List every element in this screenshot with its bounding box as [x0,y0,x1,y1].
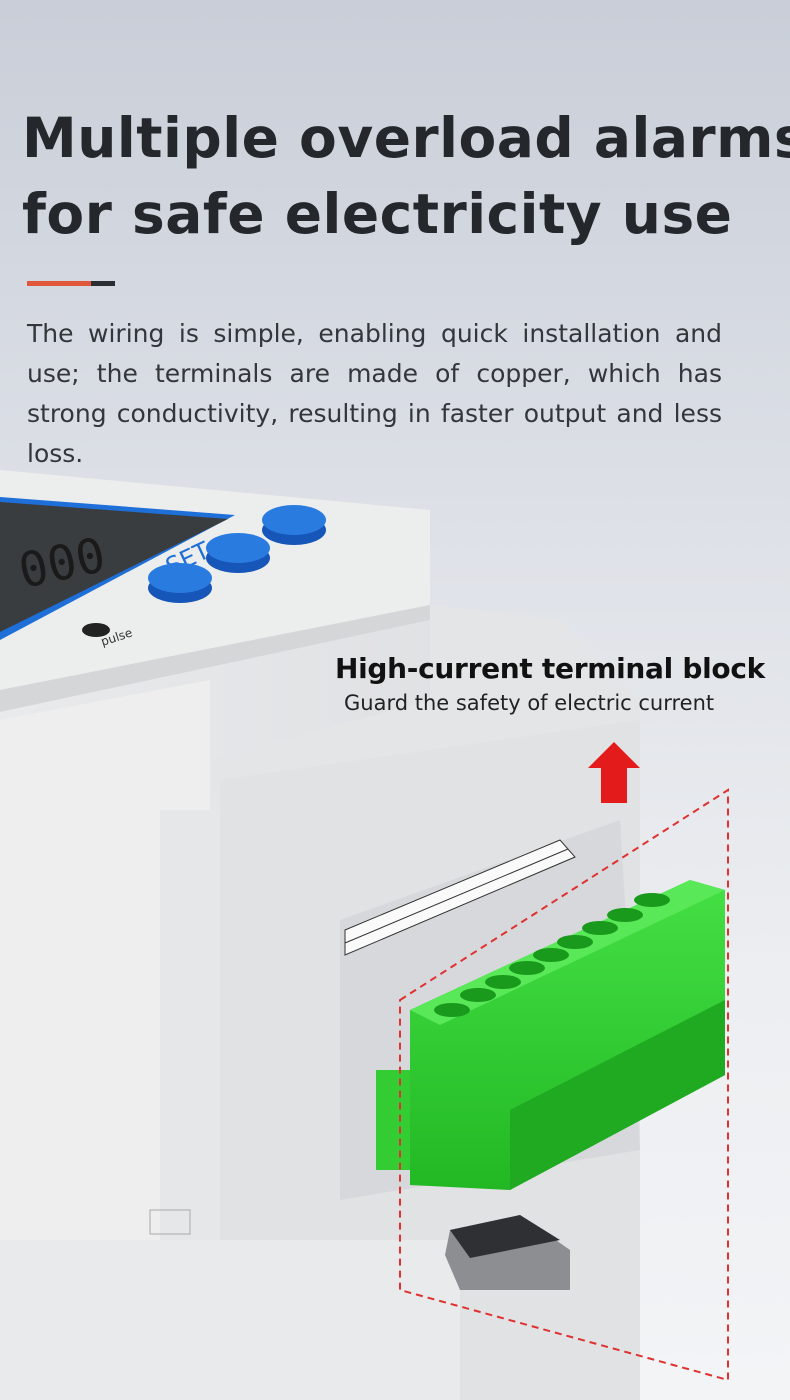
description: The wiring is simple, enabling quick ins… [27,319,722,468]
pulse-led [82,623,110,637]
headline-line-1: Multiple overload alarms [22,106,790,170]
button-down[interactable] [148,563,212,603]
headline-line-2: for safe electricity use [22,182,733,246]
terminal-block [376,880,725,1190]
terminal-holes [434,893,670,1017]
callout-title: High-current terminal block [335,652,765,685]
headline: Multiple overload alarms for safe electr… [22,100,790,252]
callout-subtitle: Guard the safety of electric current [344,691,715,715]
accent-divider [27,281,115,286]
button-set[interactable] [206,533,270,573]
highlight-dashed-box [399,788,729,1382]
meter-buttons [148,505,326,603]
terminal-label-strip [344,839,576,956]
arrow-up-icon [588,742,640,803]
button-enter[interactable] [262,505,326,545]
